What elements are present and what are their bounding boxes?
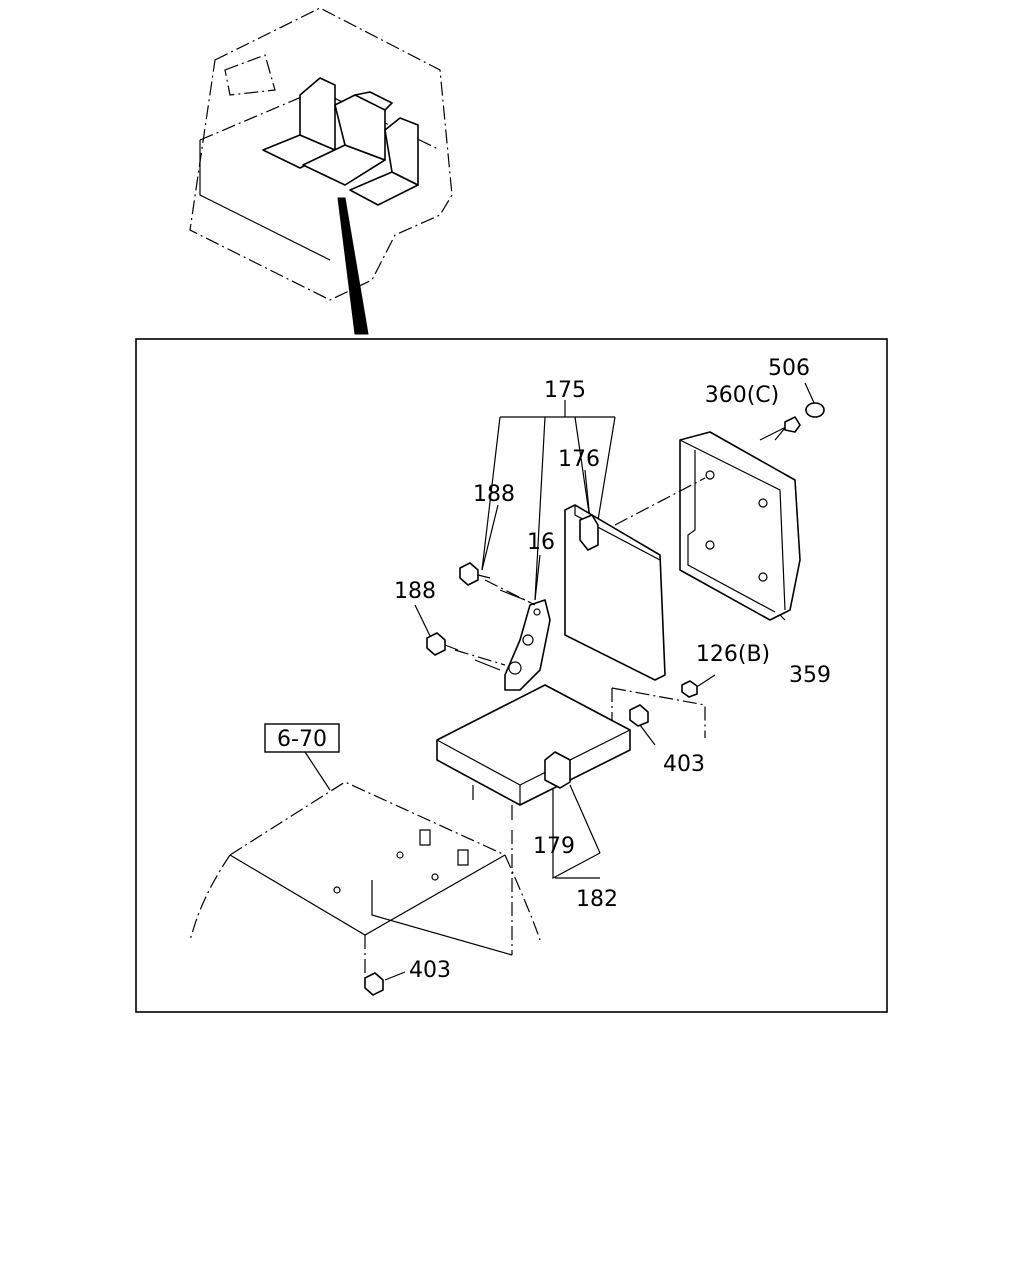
callout-188-lower: 188 (394, 579, 436, 604)
detail-frame (135, 338, 888, 1013)
screw-360 (774, 416, 801, 441)
bolt-188-lower (426, 632, 459, 656)
callout-506: 506 (768, 356, 810, 381)
callout-126: 126(B) (696, 642, 770, 667)
callout-175: 175 (544, 378, 586, 403)
callout-182: 182 (576, 887, 618, 912)
cap-506 (805, 402, 825, 418)
reference-box-label: 6-70 (277, 727, 327, 752)
reference-box-frame (264, 723, 340, 753)
callout-360: 360(C) (705, 383, 780, 408)
floor-riser (189, 781, 541, 996)
seat-back-frame (614, 431, 801, 621)
callout-188-upper: 188 (473, 482, 515, 507)
callout-359: 359 (789, 663, 831, 688)
seat-back-panel (564, 504, 666, 681)
cab-overview-illustration (189, 7, 453, 335)
bolt-188-upper (459, 562, 491, 586)
seat-cushion (436, 684, 631, 820)
callout-176: 176 (558, 447, 600, 472)
callout-16: 16 (527, 530, 555, 555)
callout-179: 179 (533, 834, 575, 859)
callout-403-upper: 403 (663, 752, 705, 777)
nut-126 (681, 680, 698, 698)
nut-403-upper (629, 704, 649, 727)
callout-403-lower: 403 (409, 958, 451, 983)
hinge-bracket (454, 579, 551, 691)
